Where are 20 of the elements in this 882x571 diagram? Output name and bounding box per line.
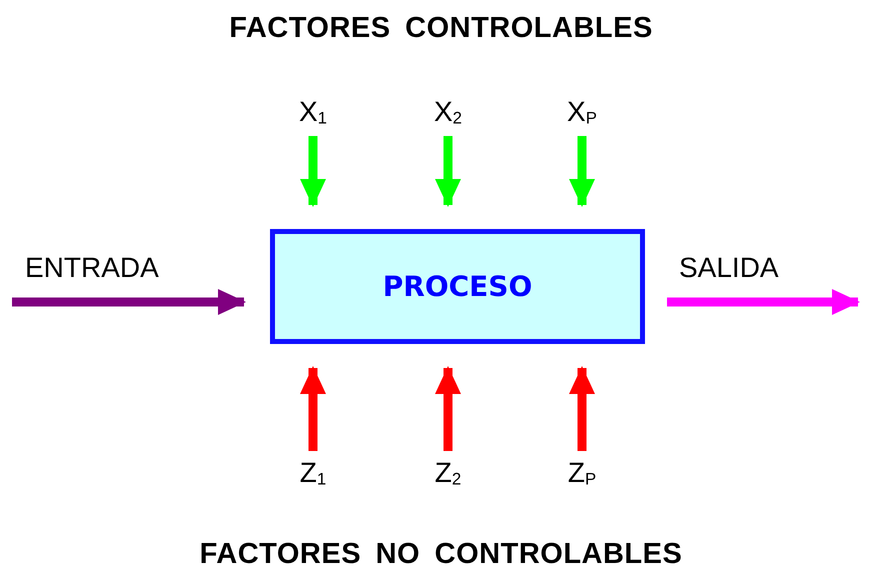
edge-label: SALIDA	[679, 252, 779, 284]
variable-label: Z$_{P}$	[552, 457, 612, 491]
arrow	[569, 136, 595, 207]
variable-label: Z$_{2}$	[418, 457, 478, 491]
variable-label: Z$_{1}$	[283, 457, 343, 491]
arrow	[300, 136, 326, 207]
arrow	[667, 289, 860, 315]
variable-label: X$_{P}$	[552, 96, 612, 130]
arrow	[435, 136, 461, 207]
arrow	[435, 366, 461, 451]
process-box	[270, 229, 645, 344]
heading: FACTORES CONTROLABLES	[229, 12, 653, 45]
arrow	[569, 366, 595, 451]
edge-label: ENTRADA	[25, 252, 159, 284]
variable-label: X$_{1}$	[283, 96, 343, 130]
arrow	[12, 289, 246, 315]
process-label: PROCESO	[382, 270, 532, 303]
arrow	[300, 366, 326, 451]
variable-label: X$_{2}$	[418, 96, 478, 130]
heading: FACTORES NO CONTROLABLES	[200, 538, 682, 571]
